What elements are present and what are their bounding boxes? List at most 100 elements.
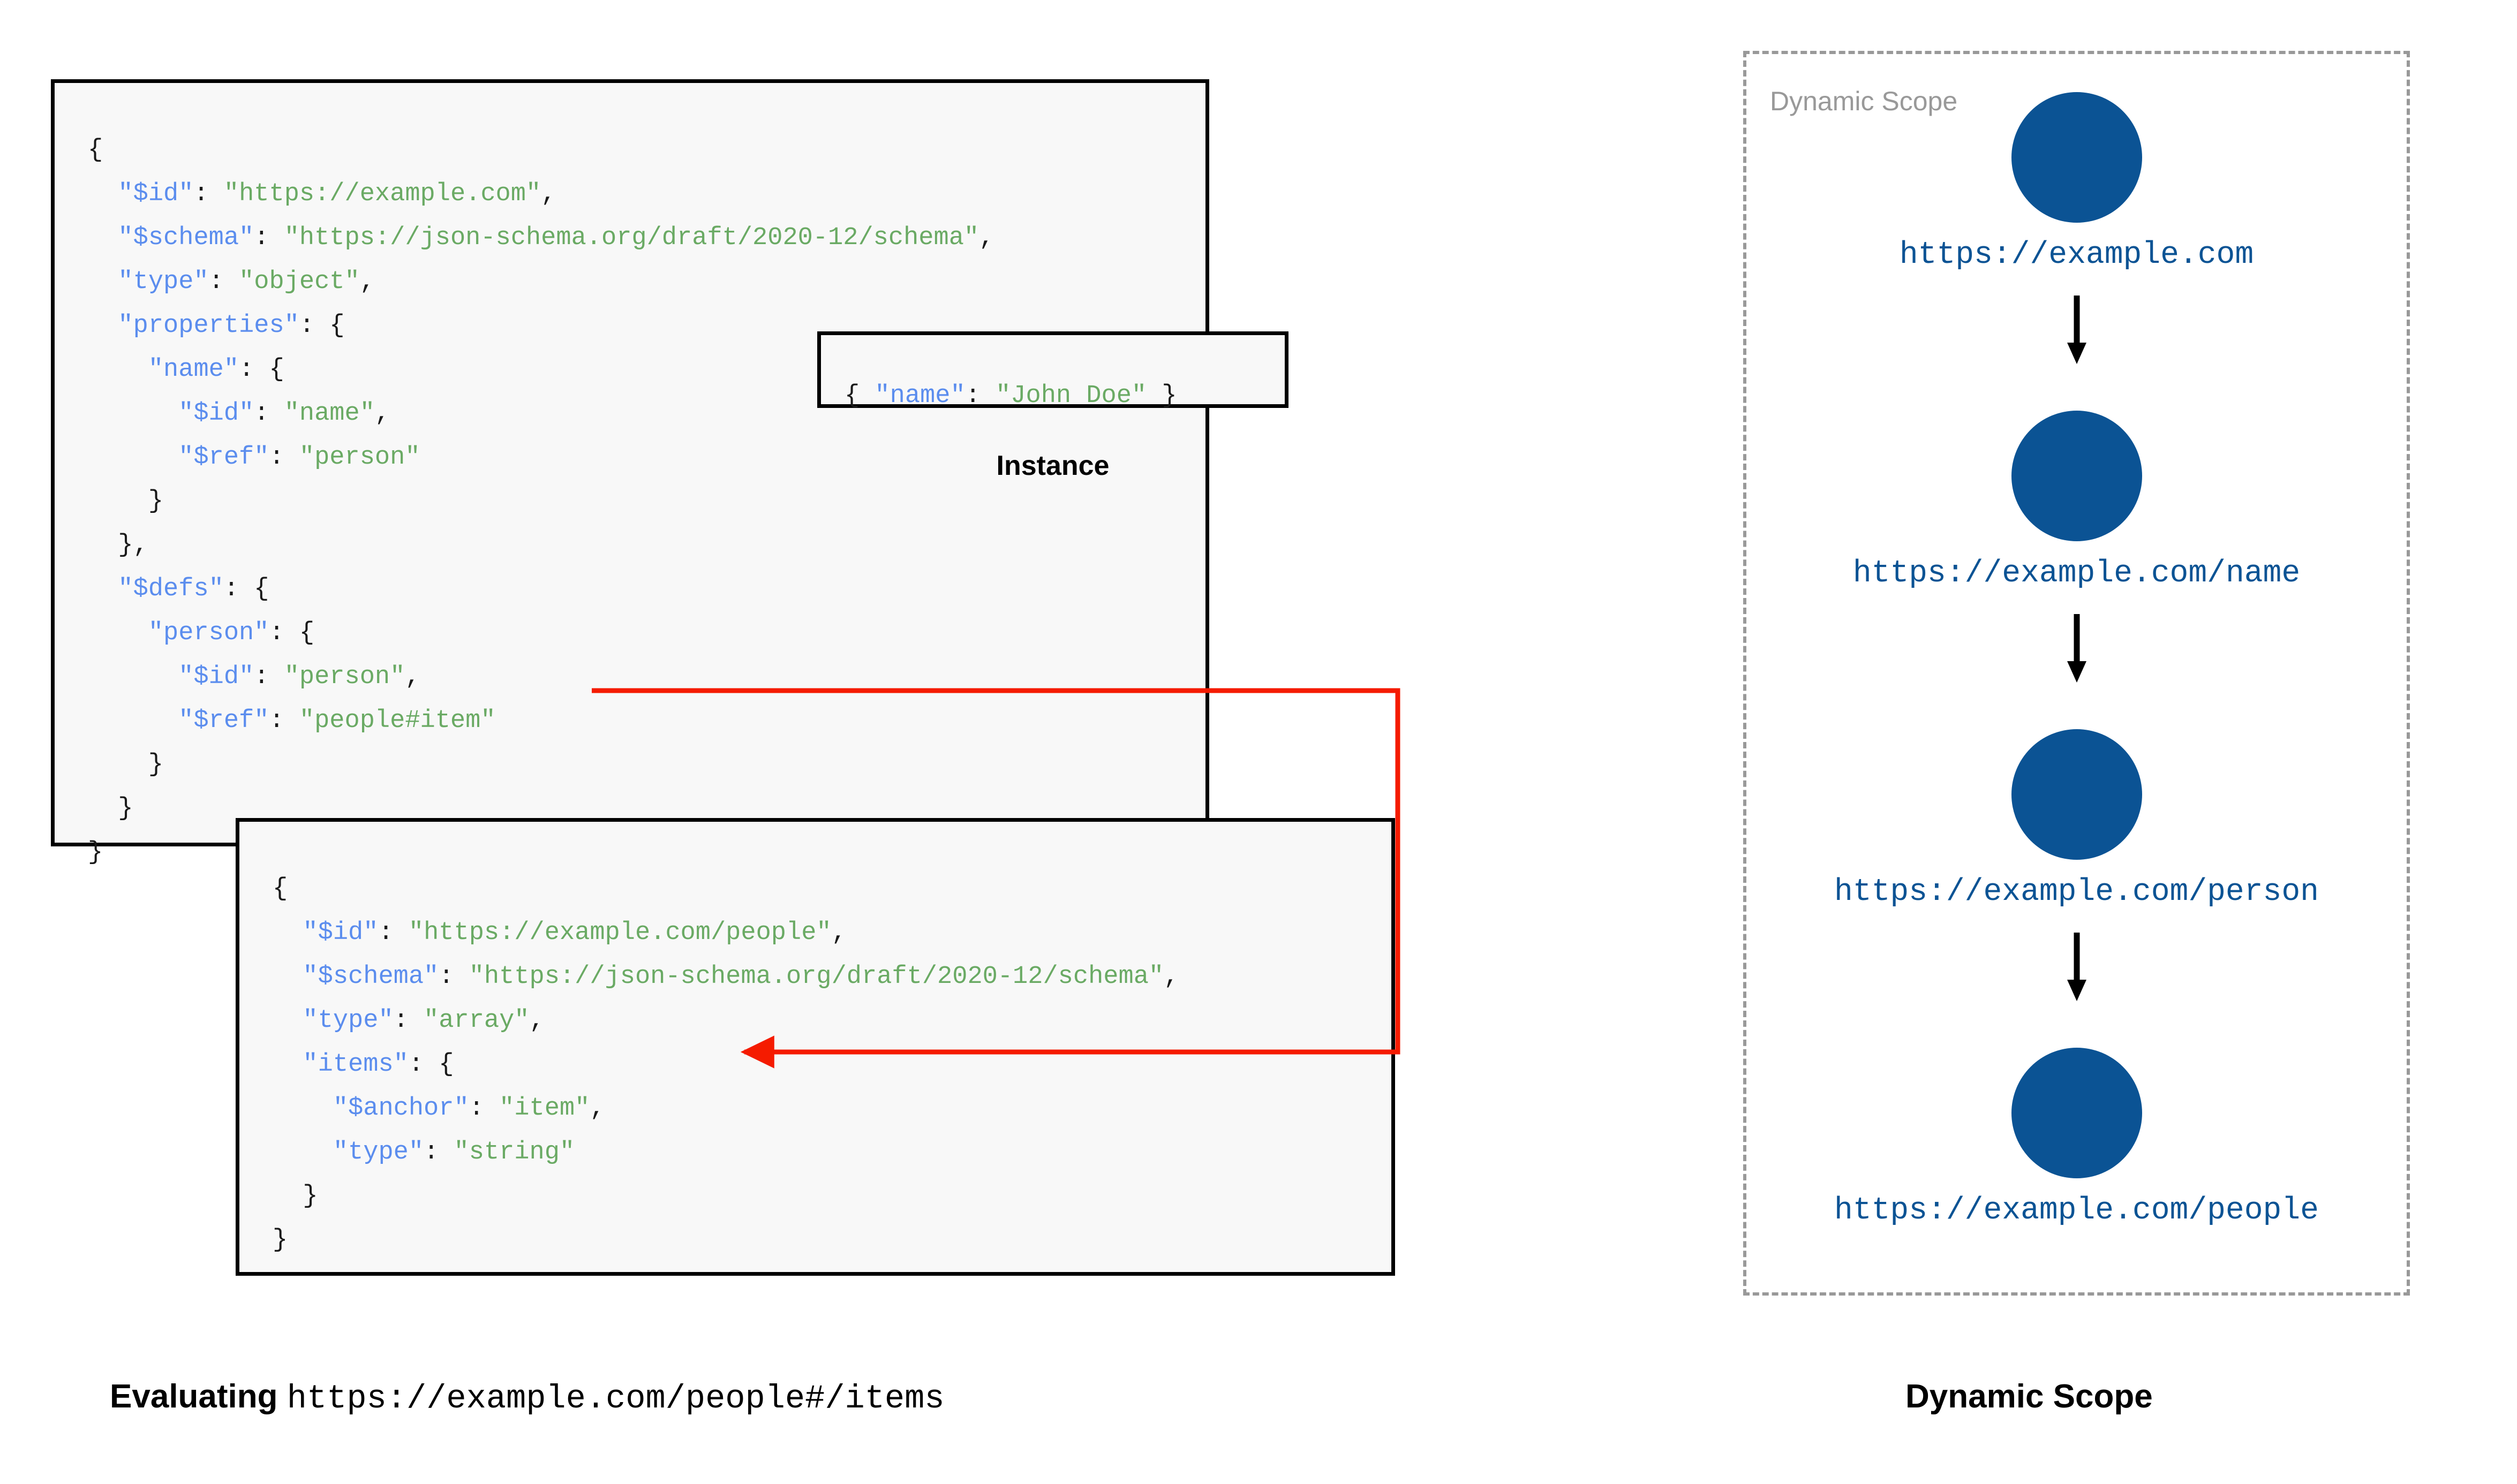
code-line: "properties": { [88, 312, 345, 340]
code-line: } [273, 1226, 288, 1254]
code-token: : [254, 224, 284, 252]
code-token [88, 399, 178, 428]
code-line: } [88, 794, 133, 823]
code-line: "$id": "https://example.com/people", [273, 919, 847, 947]
evaluating-caption: Evaluating https://example.com/people#/i… [110, 1377, 945, 1418]
code-token: : [469, 1094, 500, 1123]
code-token: "string" [454, 1138, 575, 1167]
scope-down-arrow-icon [1743, 933, 2410, 1001]
code-token: "$anchor" [333, 1094, 469, 1123]
code-token: : [269, 443, 299, 472]
code-line: "$schema": "https://json-schema.org/draf… [273, 963, 1179, 991]
code-line: "type": "string" [273, 1138, 575, 1167]
code-token: , [529, 1006, 545, 1035]
code-token: : { [408, 1050, 454, 1079]
code-token: , [590, 1094, 605, 1123]
code-token: } [88, 751, 164, 779]
code-line: "$ref": "person" [88, 443, 420, 472]
code-line: { "name": "John Doe" } [845, 382, 1177, 410]
code-token: } [273, 1182, 318, 1210]
code-token [88, 619, 148, 647]
code-token: "type" [333, 1138, 424, 1167]
code-token [88, 224, 118, 252]
people-schema-box: { "$id": "https://example.com/people", "… [236, 818, 1395, 1276]
code-token: "https://example.com/people" [408, 919, 832, 947]
code-token [273, 1006, 303, 1035]
code-token: } [88, 487, 164, 516]
code-token: } [1147, 382, 1177, 410]
code-token: "properties" [118, 312, 299, 340]
code-line: } [273, 1182, 318, 1210]
code-token: "$schema" [118, 224, 254, 252]
code-token [88, 707, 178, 735]
code-token [88, 575, 118, 603]
code-token: : { [299, 312, 345, 340]
code-line: "$defs": { [88, 575, 269, 603]
dynamic-scope-panel-label: Dynamic Scope [1770, 86, 1958, 116]
scope-node-uri: https://example.com/people [1834, 1193, 2319, 1228]
code-token: "John Doe" [996, 382, 1147, 410]
code-token [88, 268, 118, 296]
scope-node-uri: https://example.com/person [1834, 875, 2319, 910]
instance-code: { "name": "John Doe" } [845, 374, 1177, 418]
code-token: } [273, 1226, 288, 1254]
dynamic-scope-node: https://example.com/name [1743, 411, 2410, 591]
code-token: "$schema" [303, 963, 439, 991]
code-token: "items" [303, 1050, 409, 1079]
scope-node-uri: https://example.com [1899, 238, 2254, 272]
code-token: "item" [499, 1094, 590, 1123]
code-token [88, 180, 118, 208]
code-token: { [88, 136, 103, 164]
code-token: "person" [148, 619, 269, 647]
code-token: "https://json-schema.org/draft/2020-12/s… [469, 963, 1164, 991]
code-token: "type" [118, 268, 209, 296]
code-token: , [405, 663, 420, 691]
instance-box: { "name": "John Doe" } [817, 331, 1288, 410]
dynamic-scope-panel [1743, 51, 2410, 1296]
code-token: , [1164, 963, 1179, 991]
code-line: "type": "array", [273, 1006, 545, 1035]
code-token: "person" [284, 663, 405, 691]
code-token: , [979, 224, 994, 252]
code-token [88, 443, 178, 472]
code-token: "person" [299, 443, 420, 472]
code-line: "$ref": "people#item" [88, 707, 496, 735]
dynamic-scope-node: https://example.com/person [1743, 729, 2410, 910]
code-token: : [439, 963, 469, 991]
code-token: "$id" [303, 919, 379, 947]
code-token: , [831, 919, 847, 947]
code-token: : { [239, 355, 284, 384]
scope-node-circle-icon [2011, 92, 2142, 223]
code-token: "name" [148, 355, 239, 384]
code-token: : [193, 180, 224, 208]
code-token: , [374, 399, 390, 428]
code-token: } [88, 838, 103, 867]
scope-node-uri: https://example.com/name [1852, 556, 2301, 591]
code-token: : [254, 663, 284, 691]
scope-node-circle-icon [2011, 729, 2142, 860]
evaluating-uri: https://example.com/people#/items [287, 1380, 945, 1418]
code-token: "$ref" [178, 443, 269, 472]
code-line: { [88, 136, 103, 164]
code-token: "name" [284, 399, 375, 428]
code-token: : [378, 919, 409, 947]
code-line: "$id": "https://example.com", [88, 180, 556, 208]
code-line: "$anchor": "item", [273, 1094, 605, 1123]
code-token: "$ref" [178, 707, 269, 735]
code-line: }, [88, 531, 148, 559]
code-line: "$id": "name", [88, 399, 390, 428]
code-token: "people#item" [299, 707, 496, 735]
code-token: , [359, 268, 375, 296]
code-token: : [208, 268, 239, 296]
code-line: } [88, 838, 103, 867]
code-line: "items": { [273, 1050, 454, 1079]
code-token: "name" [875, 382, 966, 410]
code-token [273, 963, 303, 991]
code-token: : [254, 399, 284, 428]
code-token: : [424, 1138, 454, 1167]
code-token: "$id" [118, 180, 194, 208]
code-line: "type": "object", [88, 268, 375, 296]
code-line: "person": { [88, 619, 314, 647]
code-token: } [88, 794, 133, 823]
code-line: "name": { [88, 355, 284, 384]
